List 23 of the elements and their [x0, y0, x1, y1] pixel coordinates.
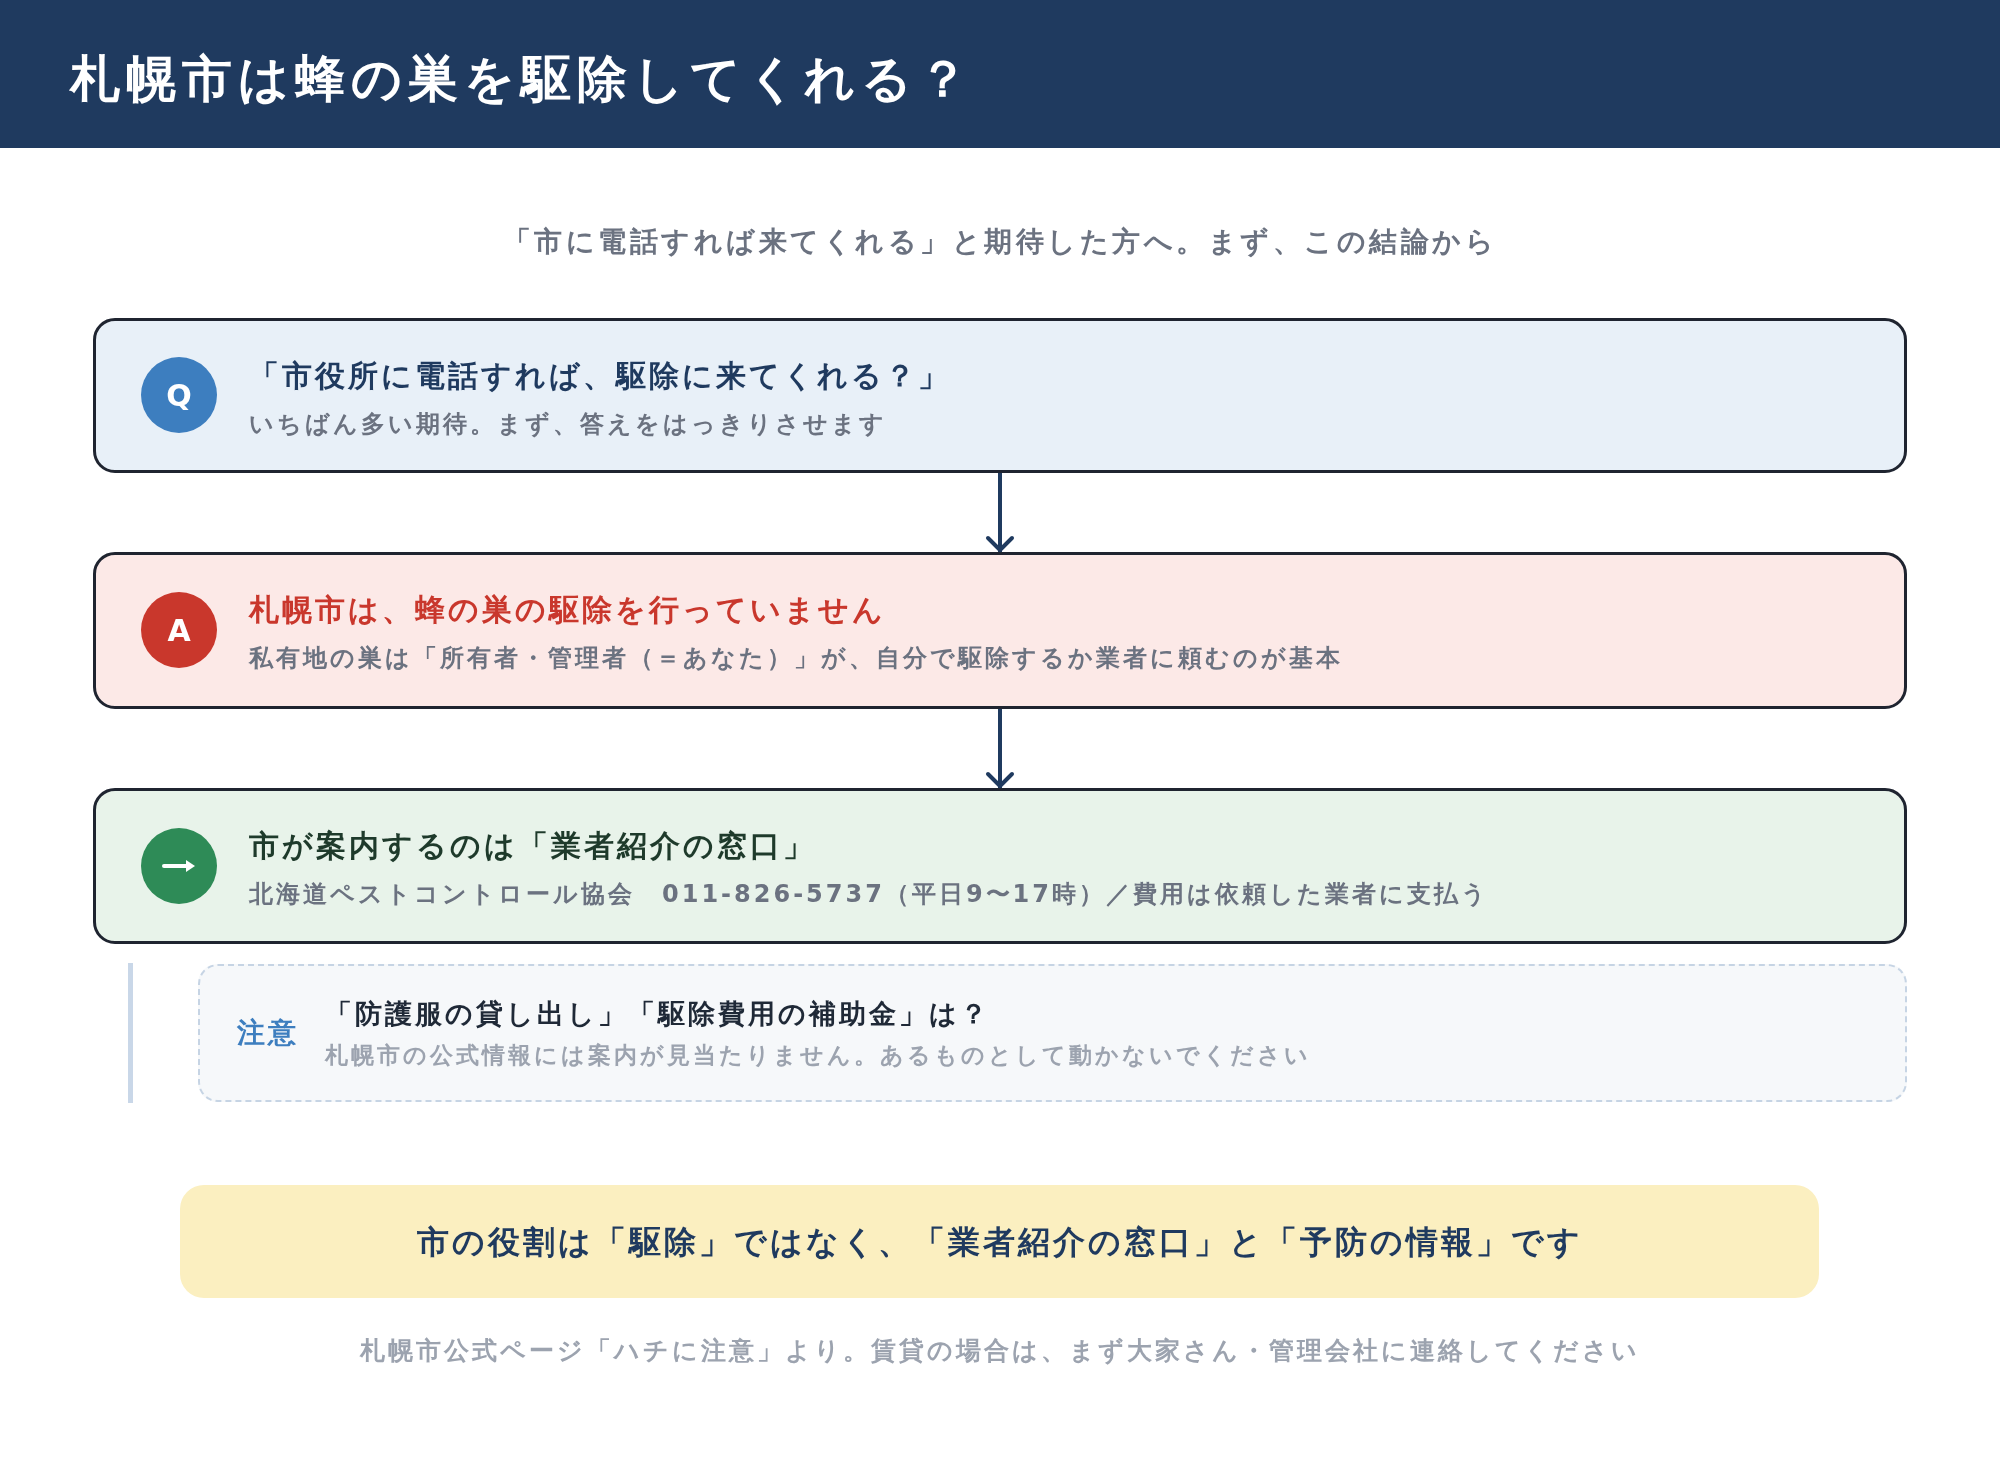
question-card [93, 318, 1907, 473]
page-title: 札幌市は蜂の巣を駆除してくれる？ [70, 49, 974, 109]
note-text: 札幌市の公式情報には案内が見当たりません。あるものとして動かないでください [325, 1041, 1311, 1070]
conclusion-banner [180, 1185, 1819, 1298]
contact-text: 北海道ペストコントロール協会 011-826-5737（平日9〜17時）／費用は依頼した業者に支払う [249, 879, 1489, 910]
arrow-circle-icon [141, 828, 217, 904]
letter-badge: Q [141, 357, 217, 433]
answer-heading: 札幌市は、蜂の巣の駆除を行っていません [249, 591, 886, 629]
source-note: 札幌市公式ページ「ハチに注意」より。賃貸の場合は、まず大家さん・管理会社に連絡してください [360, 1335, 1640, 1367]
description-text: いちばん多い期待。まず、答えをはっきりさせます [249, 409, 887, 440]
guidance-heading: 市が案内するのは「業者紹介の窓口」 [249, 827, 816, 865]
flow-arrow [986, 709, 1014, 788]
answer-card [93, 552, 1907, 709]
conclusion-text: 市の役割は「駆除」ではなく、「業者紹介の窓口」と「予防の情報」です [416, 1221, 1583, 1263]
note-heading: 「防護服の貸し出し」「駆除費用の補助金」は？ [325, 997, 990, 1031]
guidance-card [93, 788, 1907, 944]
description-text: 私有地の巣は「所有者・管理者（＝あなた）」が、自分で駆除するか業者に頼むのが基本 [249, 643, 1343, 674]
flow-arrow [986, 473, 1014, 552]
question-heading: 「市役所に電話すれば、駆除に来てくれる？」 [249, 357, 951, 395]
caution-label: 注意 [237, 1015, 299, 1051]
letter-badge: A [141, 592, 217, 668]
caution-note [198, 964, 1907, 1102]
intro-text: 「市に電話すれば来てくれる」と期待した方へ。まず、この結論から [502, 224, 1498, 260]
